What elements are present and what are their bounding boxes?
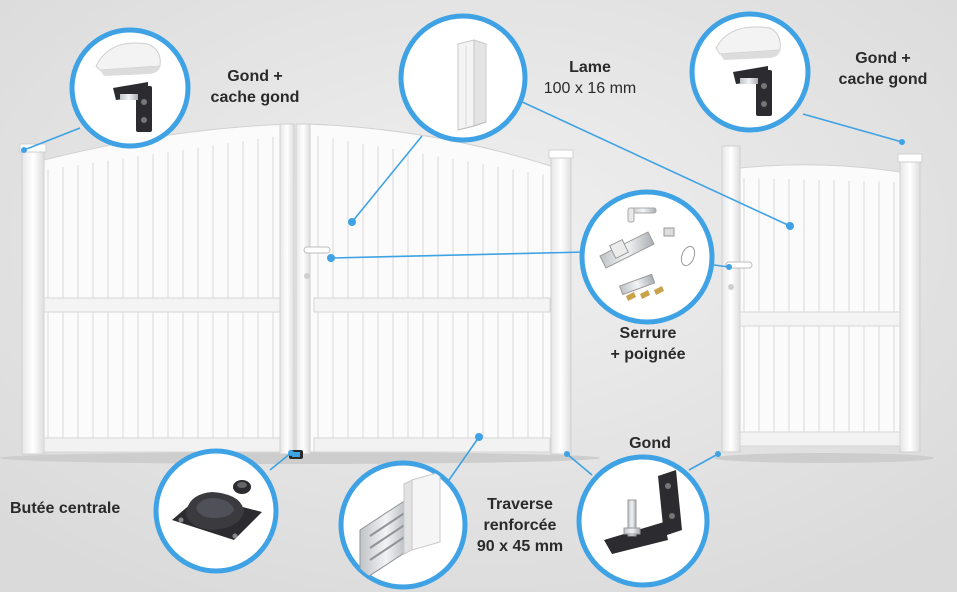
label-butee: Butée centrale <box>10 498 160 519</box>
ped-handle <box>725 261 753 269</box>
label-serrure: Serrure + poignée <box>588 323 708 365</box>
label-line: cache gond <box>210 89 300 106</box>
left-post <box>21 147 45 455</box>
hinge-with-cover-icon <box>715 26 781 116</box>
central-stop-icon <box>172 480 262 540</box>
label-lame: Lame 100 x 16 mm <box>520 57 660 99</box>
label-gond: Gond <box>610 433 690 454</box>
ped-leaf-slats <box>739 178 901 447</box>
callout-lame <box>398 13 528 143</box>
mid-rail <box>313 297 551 313</box>
bottom-rail <box>313 437 551 453</box>
hinge-with-cover-icon <box>95 42 161 132</box>
double-gate <box>19 123 574 459</box>
label-lame-size: 100 x 16 mm <box>543 80 637 97</box>
label-line: cache gond <box>838 71 928 88</box>
label-traverse: Traverse renforcée 90 x 45 mm <box>460 494 580 557</box>
right-leaf-slats <box>313 136 551 453</box>
left-leaf-slats <box>43 136 283 453</box>
label-line: + poignée <box>610 346 686 363</box>
label-gond-cache-left: Gond + cache gond <box>190 66 320 108</box>
bottom-rail <box>43 437 283 453</box>
central-stile-left <box>279 123 295 455</box>
label-line: 90 x 45 mm <box>476 538 564 555</box>
mid-rail <box>739 311 901 327</box>
callout-gond-cache-left <box>69 27 191 149</box>
label-line: Gond <box>629 435 671 452</box>
hinge-icon <box>604 470 682 554</box>
pedestrian-gate <box>721 145 923 453</box>
ped-leaf-frame <box>739 164 901 447</box>
label-line: renforcée <box>483 517 557 534</box>
reinforced-rail-icon <box>359 471 441 583</box>
callout-lines <box>23 99 903 481</box>
callout-butee <box>153 448 279 574</box>
right-post <box>550 153 572 455</box>
label-line: Serrure <box>619 325 677 342</box>
bottom-rail <box>739 431 901 447</box>
gate-handle <box>303 246 331 254</box>
callout-gond-cache-right <box>689 11 811 133</box>
label-line: Gond + <box>855 50 911 67</box>
ped-right-post <box>899 157 921 453</box>
central-stile-right <box>295 123 311 455</box>
right-leaf-frame <box>305 123 552 453</box>
label-line: Gond + <box>227 68 283 85</box>
callout-dots <box>21 139 905 457</box>
label-line: Butée centrale <box>10 500 121 517</box>
mid-rail <box>43 297 283 313</box>
label-lame-title: Lame <box>569 59 611 76</box>
callout-serrure <box>579 189 715 325</box>
ped-left-post <box>721 145 741 453</box>
callout-gond <box>576 454 710 588</box>
label-gond-cache-right: Gond + cache gond <box>818 48 948 90</box>
label-line: Traverse <box>487 496 553 513</box>
lock-and-handle-icon <box>599 207 696 301</box>
callout-traverse <box>338 460 468 590</box>
slat-profile-icon <box>457 39 487 131</box>
ground-shadow-right <box>714 453 934 463</box>
